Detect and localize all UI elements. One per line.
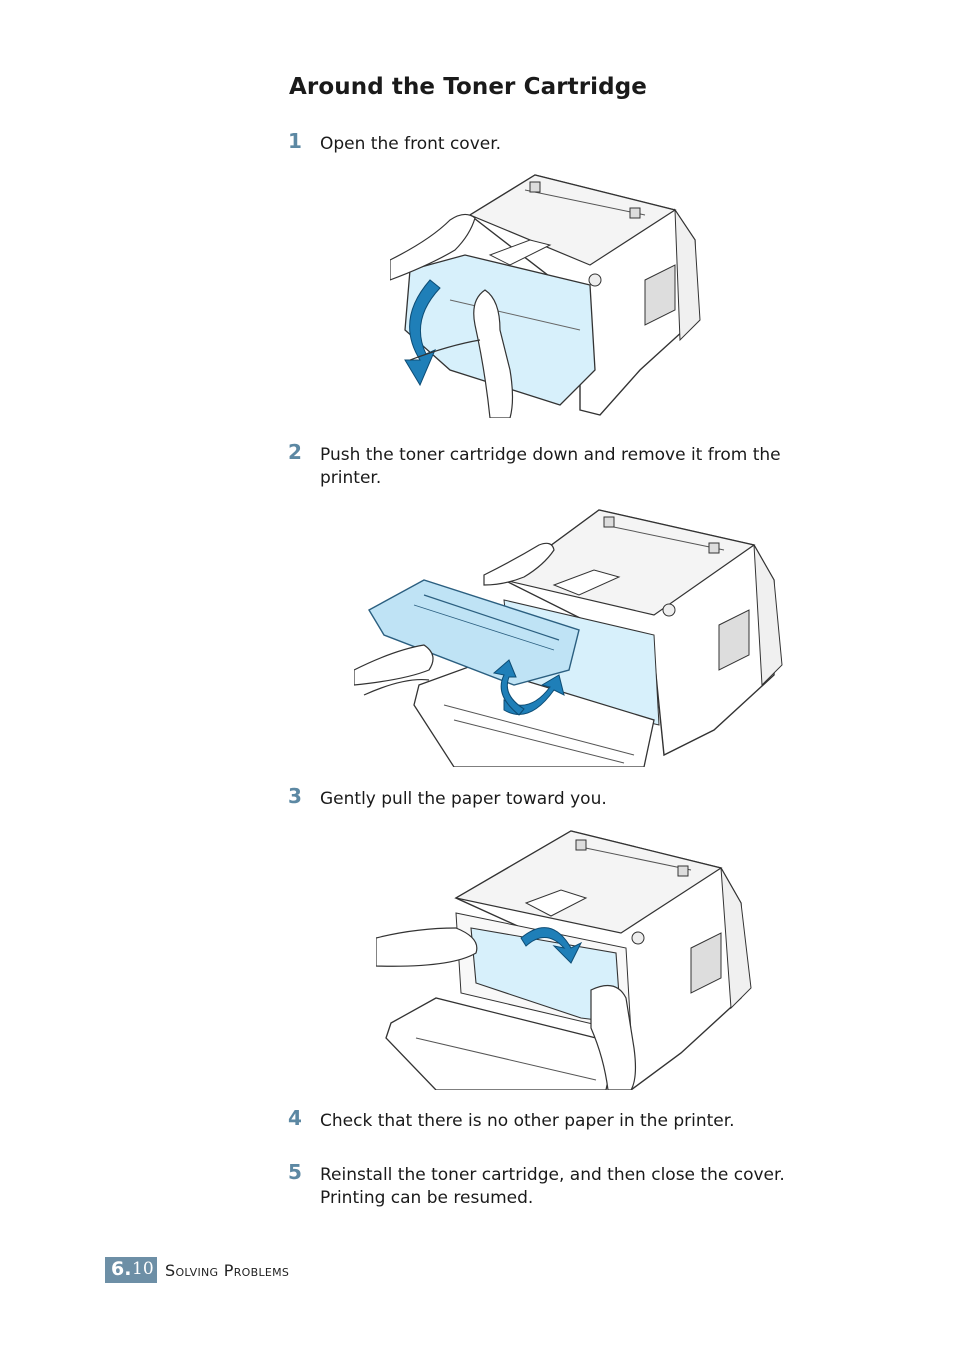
page-number: 10: [132, 1259, 154, 1279]
step-text: Push the toner cartridge down and remove…: [320, 445, 781, 488]
step-number: 5: [288, 1160, 302, 1184]
page-number-badge: 6. 10: [105, 1257, 157, 1283]
printer-illustration-1: [390, 174, 701, 418]
figure-open-front-cover: [390, 170, 715, 418]
footer-section-name: Solving Problems: [165, 1261, 290, 1280]
printer-illustration-3: [376, 830, 752, 1090]
step-number: 4: [288, 1106, 302, 1130]
step-number: 3: [288, 784, 302, 808]
figure-remove-toner-cartridge: [354, 505, 786, 767]
step-number: 2: [288, 440, 302, 464]
step-text: Open the front cover.: [320, 134, 502, 154]
step-text: Reinstall the toner cartridge, and then …: [320, 1165, 785, 1208]
chapter-number: 6.: [111, 1258, 132, 1280]
figure-pull-paper: [376, 828, 756, 1090]
section-heading: Around the Toner Cartridge: [289, 74, 647, 100]
step-text: Gently pull the paper toward you.: [320, 789, 607, 809]
step-text: Check that there is no other paper in th…: [320, 1111, 735, 1131]
step-number: 1: [288, 129, 302, 153]
printer-illustration-2: [354, 509, 783, 767]
